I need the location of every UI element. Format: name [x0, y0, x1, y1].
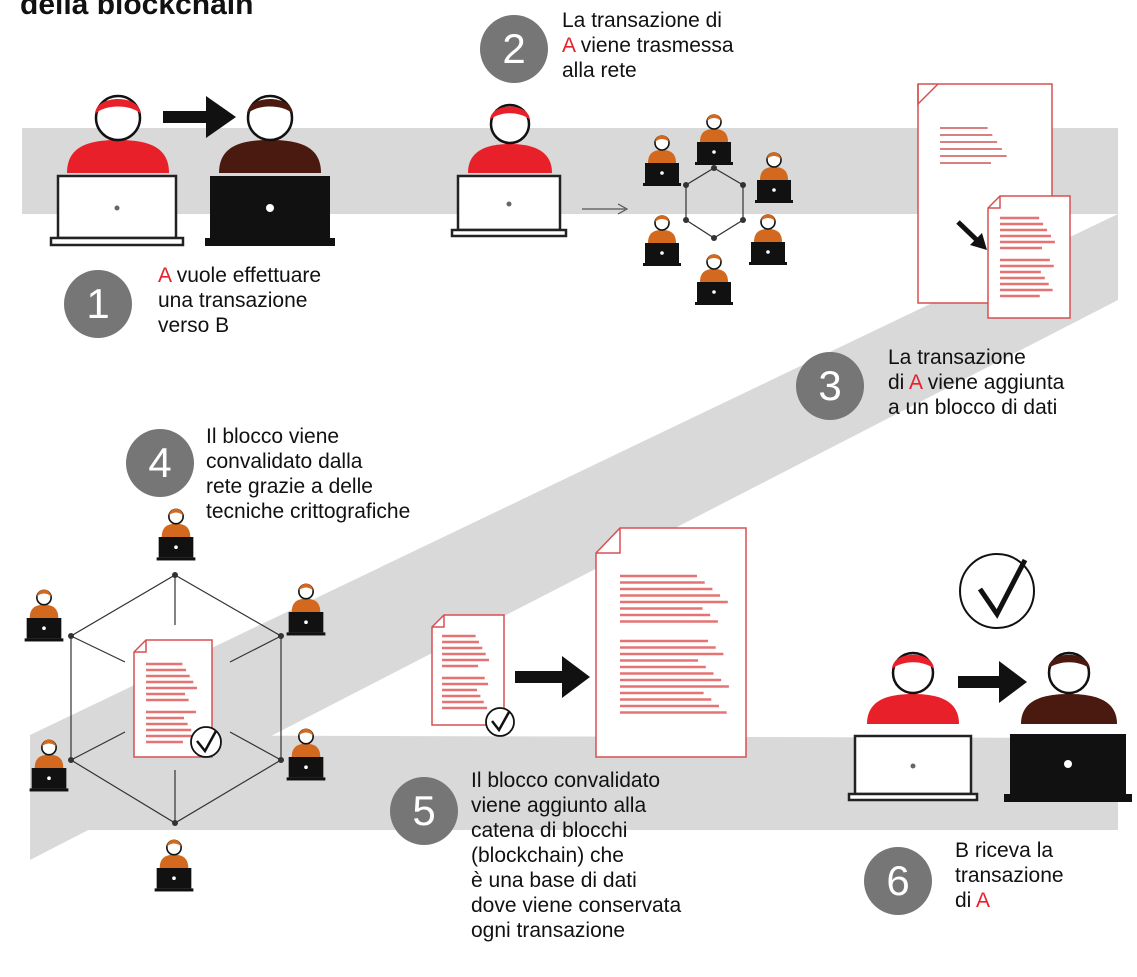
network-node-user-icon	[286, 583, 326, 636]
step-number-badge	[480, 15, 548, 83]
step-number-badge	[126, 429, 194, 497]
user-a-laptop-icon	[847, 651, 979, 802]
arrow-right-icon	[515, 656, 590, 698]
user-b-laptop-icon	[205, 94, 335, 246]
network-node-user-icon	[755, 152, 793, 203]
network-node-user-icon	[643, 215, 681, 266]
user-a-laptop-icon	[450, 103, 568, 238]
step-number: 5	[412, 787, 435, 834]
step-number: 1	[86, 280, 109, 327]
network-node-user-icon	[286, 728, 326, 781]
checkmark-icon	[959, 553, 1035, 629]
cube-network-icon	[68, 572, 284, 826]
network-node-user-icon	[24, 589, 64, 642]
page-title: della blockchain	[20, 0, 253, 21]
network-node-user-icon	[154, 839, 194, 892]
blockchain-document-icon	[595, 527, 747, 758]
step-number-badge	[796, 352, 864, 420]
step-number: 2	[502, 25, 525, 72]
network-node-user-icon	[695, 254, 733, 305]
network-node-user-icon	[156, 508, 196, 561]
step-number-badge	[64, 270, 132, 338]
step-number: 6	[886, 857, 909, 904]
checkmark-icon	[190, 726, 222, 758]
network-node-user-icon	[643, 135, 681, 186]
block-document-icon	[133, 639, 213, 758]
arrow-diagonal-icon	[956, 220, 987, 250]
network-node-user-icon	[29, 739, 69, 792]
network-node-user-icon	[749, 214, 787, 265]
step-number-badge	[864, 847, 932, 915]
block-document-icon	[987, 195, 1071, 319]
user-b-laptop-icon	[1004, 651, 1132, 802]
network-node-user-icon	[695, 114, 733, 165]
arrow-right-icon	[958, 661, 1027, 703]
thin-arrow-icon	[582, 203, 629, 215]
step-number: 3	[818, 362, 841, 409]
block-document-icon	[431, 614, 505, 726]
arrow-right-icon	[163, 96, 236, 138]
network-hexagon-icon	[683, 165, 746, 241]
step-number: 4	[148, 439, 171, 486]
step-number-badge	[390, 777, 458, 845]
checkmark-icon	[485, 707, 515, 737]
user-a-laptop-icon	[49, 94, 185, 247]
